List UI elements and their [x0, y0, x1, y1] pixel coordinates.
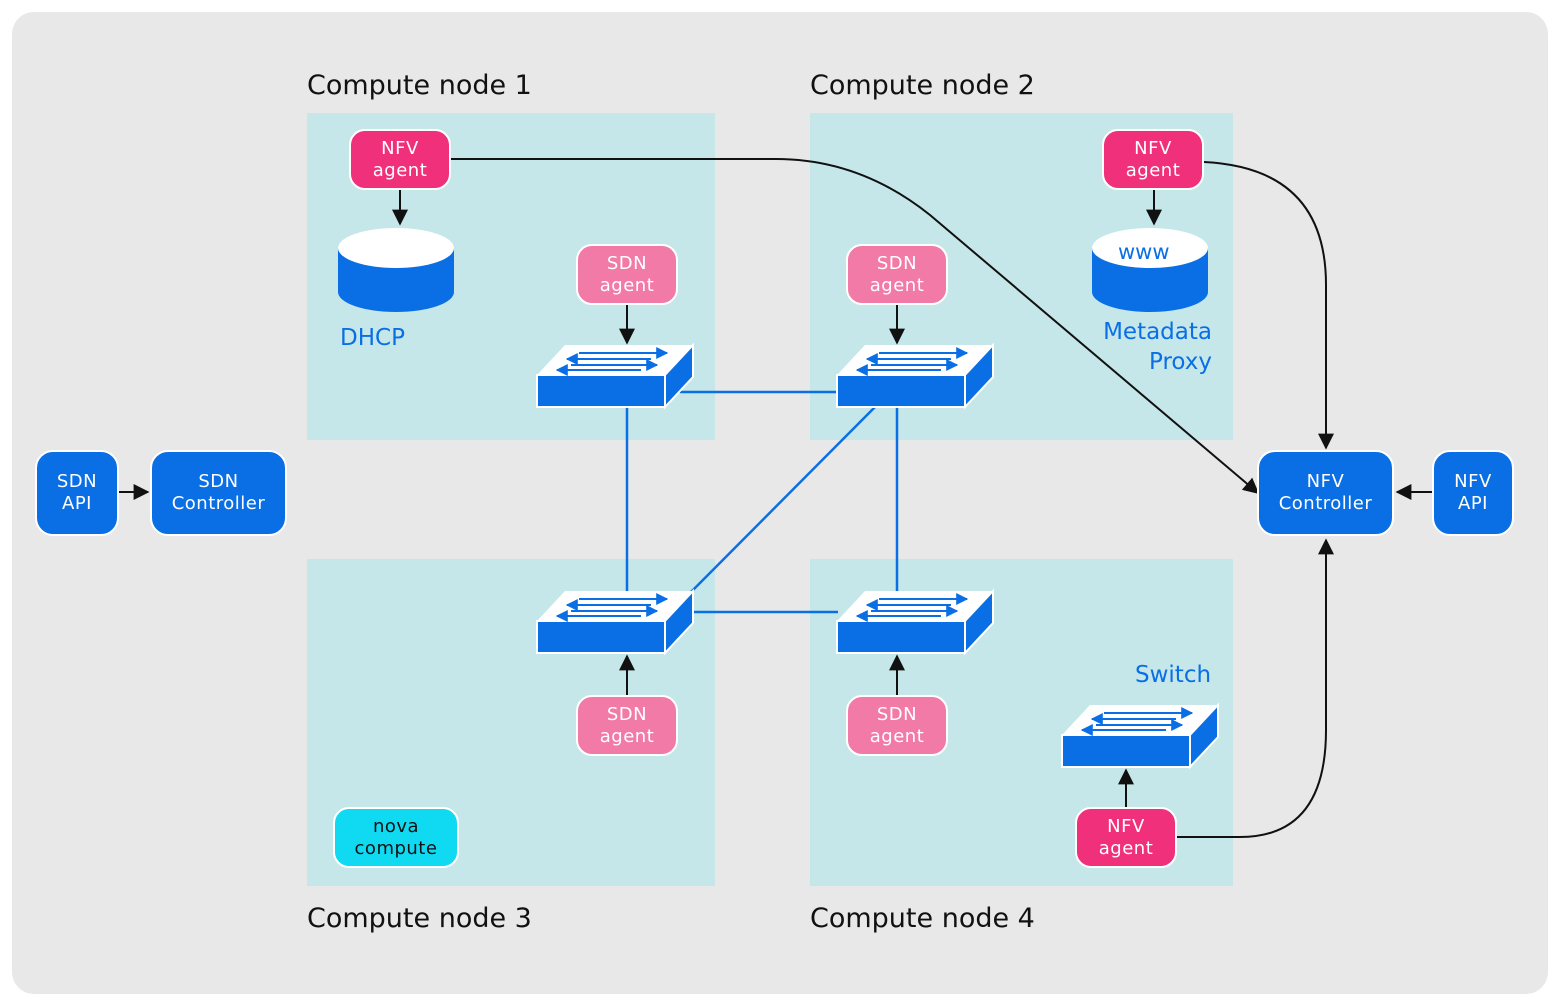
- switch-label: Switch: [1135, 662, 1212, 688]
- sdn-agent-node-2[interactable]: SDN agent: [846, 244, 948, 305]
- switch-icon: [837, 591, 993, 653]
- www-label: www: [1118, 240, 1170, 264]
- link-s2-s3: [689, 405, 877, 594]
- sdn-agent-node-3[interactable]: SDN agent: [576, 695, 678, 756]
- arrow-nfv1-controller: [451, 158, 1260, 495]
- arrow-nfv2-controller: [1203, 161, 1334, 450]
- sdn-controller-box[interactable]: SDN Controller: [150, 450, 287, 536]
- switch-icon: [537, 345, 693, 407]
- sdn-agent-node-1[interactable]: SDN agent: [576, 244, 678, 305]
- metadata-proxy-label: Metadata Proxy: [1103, 319, 1212, 375]
- nfv-controller-box[interactable]: NFV Controller: [1257, 450, 1394, 536]
- switch-icon: [837, 345, 993, 407]
- sdn-agent-node-4[interactable]: SDN agent: [846, 695, 948, 756]
- sdn-api-box[interactable]: SDN API: [35, 450, 119, 536]
- arrow-nfv4-controller: [1177, 538, 1334, 838]
- compute-node-4-title: Compute node 4: [810, 903, 1035, 934]
- nova-compute-box[interactable]: nova compute: [333, 807, 459, 868]
- compute-node-1-title: Compute node 1: [307, 70, 532, 101]
- dhcp-label: DHCP: [340, 325, 405, 351]
- dhcp-database-icon: [338, 228, 454, 312]
- www-database-icon: [1092, 228, 1208, 312]
- nfv-agent-node-2[interactable]: NFV agent: [1102, 129, 1204, 190]
- compute-node-3-title: Compute node 3: [307, 903, 532, 934]
- switch-icon: [537, 591, 693, 653]
- switch-icon: [1062, 705, 1218, 767]
- nfv-agent-node-1[interactable]: NFV agent: [349, 129, 451, 190]
- nfv-api-box[interactable]: NFV API: [1432, 450, 1514, 536]
- compute-node-2-title: Compute node 2: [810, 70, 1035, 101]
- nfv-agent-node-4[interactable]: NFV agent: [1075, 807, 1177, 868]
